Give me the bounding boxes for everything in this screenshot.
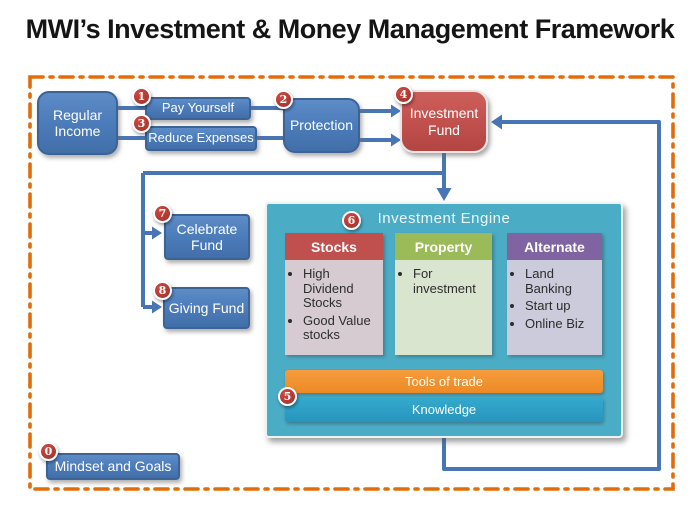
protection-box: Protection [283, 98, 360, 153]
regular-income-label: Regular Income [52, 106, 103, 139]
alternate-item: Land Banking [525, 266, 599, 296]
stocks-header: Stocks [285, 233, 383, 260]
step-badge-1: 1 [132, 87, 151, 106]
pay-yourself-label: Pay Yourself [161, 100, 235, 116]
step-badge-2: 2 [274, 90, 293, 109]
reduce-expenses-box: Reduce Expenses [145, 126, 257, 151]
alternate-column: Alternate Land Banking Start up Online B… [507, 233, 602, 355]
investment-engine-title: Investment Engine [377, 210, 511, 227]
step-badge-7: 7 [153, 204, 172, 223]
step-badge-8: 8 [153, 281, 172, 300]
alternate-item: Start up [525, 299, 599, 314]
reduce-expenses-label: Reduce Expenses [148, 130, 254, 146]
stocks-item: Good Value stocks [303, 313, 380, 343]
investment-fund-box: Investment Fund [400, 90, 488, 153]
alternate-list: Land Banking Start up Online Biz [507, 260, 602, 355]
property-column: Property For investment [395, 233, 492, 355]
mindset-goals-box: Mindset and Goals [46, 453, 180, 480]
knowledge-label: Knowledge [411, 402, 477, 417]
giving-fund-label: Giving Fund [168, 299, 245, 316]
step-badge-3: 3 [132, 114, 151, 133]
regular-income-box: Regular Income [37, 91, 118, 155]
celebrate-fund-box: Celebrate Fund [164, 214, 250, 260]
knowledge-bar: Knowledge [285, 397, 603, 422]
step-badge-5: 5 [278, 387, 297, 406]
celebrate-fund-label: Celebrate Fund [176, 220, 238, 253]
pay-yourself-box: Pay Yourself [145, 97, 251, 120]
tools-of-trade-label: Tools of trade [404, 374, 484, 389]
flow-lines [118, 106, 661, 471]
giving-fund-box: Giving Fund [163, 287, 250, 329]
alternate-item: Online Biz [525, 316, 599, 332]
page-title: MWI’s Investment & Money Management Fram… [25, 14, 675, 44]
mindset-goals-label: Mindset and Goals [54, 458, 172, 475]
stocks-list: High Dividend Stocks Good Value stocks [285, 260, 383, 355]
step-badge-6: 6 [342, 211, 361, 230]
stocks-item: High Dividend Stocks [303, 266, 380, 311]
property-header: Property [395, 233, 492, 260]
tools-of-trade-bar: Tools of trade [285, 370, 603, 393]
step-badge-4: 4 [394, 85, 413, 104]
step-badge-0: 0 [39, 442, 58, 461]
property-item: For investment [413, 266, 489, 296]
dashed-frame [28, 75, 675, 491]
alternate-header: Alternate [507, 233, 602, 260]
stocks-column: Stocks High Dividend Stocks Good Value s… [285, 233, 383, 355]
property-list: For investment [395, 260, 492, 355]
protection-label: Protection [289, 117, 354, 134]
investment-fund-label: Investment Fund [409, 105, 479, 138]
